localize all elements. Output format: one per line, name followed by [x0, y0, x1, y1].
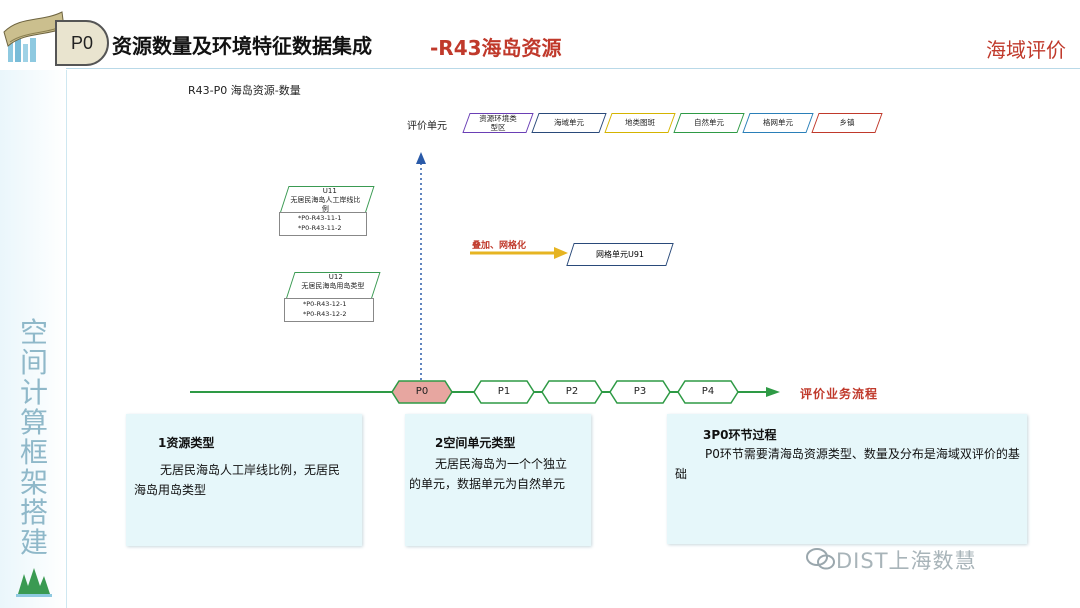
panel-title: 1资源类型: [158, 436, 215, 450]
flow-label: 评价业务流程: [800, 387, 879, 401]
source-item: *P0-R43-11-2: [298, 224, 342, 232]
source-item: *P0-R43-11-1: [298, 214, 342, 222]
overlay-label: 叠加、网格化: [472, 241, 527, 251]
panel-title: 2空间单元类型: [435, 436, 516, 450]
source-code: U11: [322, 187, 337, 195]
sidebar-title: 空 间 计 算 框 架 搭 建: [18, 318, 50, 558]
page-subtitle: -R43海岛资源: [430, 36, 562, 60]
source-name: 无居民海岛用岛类型: [301, 282, 365, 290]
page-title: 资源数量及环境特征数据集成: [112, 34, 372, 58]
sidebar-title-char: 空: [19, 316, 48, 349]
source-item: *P0-R43-12-2: [303, 310, 347, 318]
panel-body: P0环节需要清海岛资源类型、数量及分布是海域双评价的基础: [675, 447, 1020, 481]
step-label: P3: [633, 386, 647, 397]
step-p4[interactable]: P4: [677, 380, 739, 404]
diagram-title: R43-P0 海岛资源-数量: [188, 84, 301, 97]
watermark: DIST上海数慧: [836, 549, 977, 573]
panel-process: 3P0环节过程 P0环节需要清海岛资源类型、数量及分布是海域双评价的基础: [667, 414, 1027, 544]
source-items: *P0-R43-12-1 *P0-R43-12-2: [284, 298, 374, 322]
source-header: U12 无居民海岛用岛类型: [285, 272, 381, 300]
panel-spatial-unit: 2空间单元类型 无居民海岛为一个个独立的单元，数据单元为自然单元: [405, 414, 591, 546]
section-tab: P0: [55, 20, 109, 66]
sidebar-title-char: 建: [19, 526, 48, 559]
evaluation-unit-label: 评价单元: [407, 121, 447, 132]
sidebar: [0, 70, 67, 608]
section-label: 海域评价: [986, 38, 1066, 62]
step-label: P2: [565, 386, 579, 397]
source-header: U11 无居民海岛人工岸线比例: [279, 186, 375, 214]
grid-unit-box: 网格单元U91: [566, 243, 674, 266]
sidebar-title-char: 间: [19, 346, 48, 379]
step-label: P0: [415, 386, 429, 397]
flow-arrow-head: [766, 387, 780, 397]
wechat-icon: [806, 548, 835, 570]
overlay-arrow-head: [554, 247, 568, 259]
step-label: P1: [497, 386, 511, 397]
sidebar-title-char: 搭: [19, 496, 48, 529]
step-label: P4: [701, 386, 715, 397]
sidebar-title-char: 计: [19, 376, 48, 409]
panel-body: 无居民海岛人工岸线比例，无居民海岛用岛类型: [134, 463, 341, 497]
panel-title: 3P0环节过程: [703, 428, 777, 442]
step-p1[interactable]: P1: [473, 380, 535, 404]
source-code: U12: [328, 273, 343, 281]
grid-unit-label: 网格单元U91: [595, 250, 645, 259]
tree-icon: [16, 568, 52, 597]
sidebar-title-char: 算: [19, 406, 48, 439]
vertical-arrow-head: [416, 152, 426, 164]
sidebar-title-char: 框: [19, 436, 48, 469]
step-p0[interactable]: P0: [391, 380, 453, 404]
source-item: *P0-R43-12-1: [303, 300, 347, 308]
step-p2[interactable]: P2: [541, 380, 603, 404]
header-divider: [66, 68, 1080, 69]
step-p3[interactable]: P3: [609, 380, 671, 404]
sidebar-title-char: 架: [19, 466, 48, 499]
panel-body: 无居民海岛为一个个独立的单元，数据单元为自然单元: [409, 457, 568, 491]
panel-resource-type: 1资源类型 无居民海岛人工岸线比例，无居民海岛用岛类型: [126, 414, 362, 546]
source-items: *P0-R43-11-1 *P0-R43-11-2: [279, 212, 367, 236]
